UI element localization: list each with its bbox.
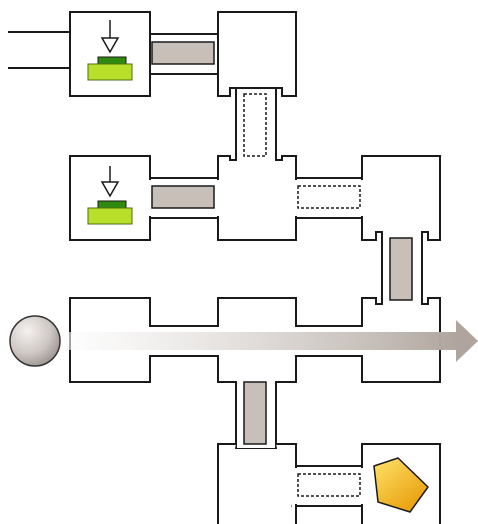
corridor-bottom [291,465,365,507]
room-upper-center [217,11,297,97]
door-upper-vertical-open[interactable] [243,93,267,157]
door-upper-left-closed[interactable] [151,41,215,65]
entry-corridor [0,30,80,70]
pentagon-gem-icon[interactable] [373,457,429,513]
door-lower-vertical-closed[interactable] [243,381,267,445]
room-middle-right [361,155,441,241]
corridor-middle-right [291,177,365,219]
door-right-vertical-closed[interactable] [389,237,413,301]
pressure-plate-icon [87,56,133,81]
room-middle-center [217,155,297,241]
down-arrow-icon [100,166,120,198]
path-arrow-icon [58,320,478,362]
door-middle-right-open[interactable] [297,185,361,209]
door-middle-left-closed[interactable] [151,185,215,209]
room-bottom-center [217,443,297,524]
pressure-plate-icon [87,200,133,225]
down-arrow-icon [100,20,120,54]
rolling-ball-icon[interactable] [9,315,61,367]
pressure-plate-middle[interactable] [87,166,133,225]
door-bottom-open[interactable] [297,473,361,497]
pressure-plate-upper[interactable] [87,20,133,81]
